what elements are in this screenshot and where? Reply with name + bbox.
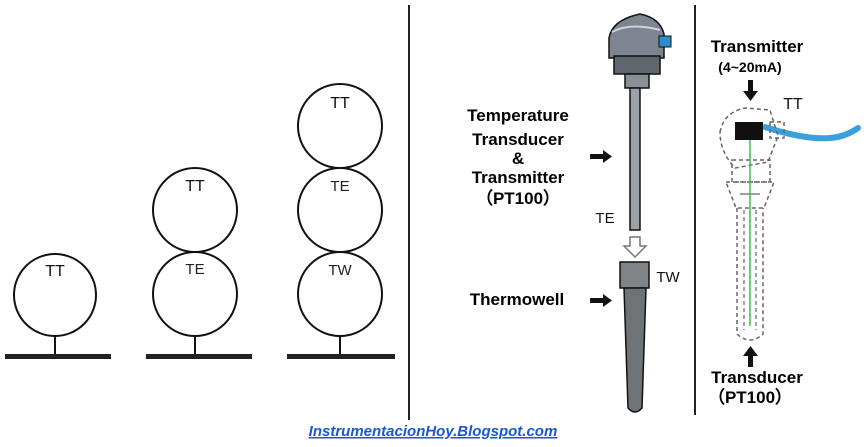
signal-cable [762,124,861,142]
temperature-label: Temperature [467,106,569,125]
arrow-right-icon [590,150,612,163]
left-panel: TT TT TE TT TE TW [5,83,395,359]
tt-tag: TT [45,263,65,280]
tw-tag: TW [656,269,680,286]
credit-link[interactable]: InstrumentacionHoy.Blogspot.com [309,423,558,440]
ampersand-label: & [512,149,524,168]
base-bar [146,354,252,359]
arrow-right-icon [590,294,612,307]
te-tag: TE [595,210,614,227]
transmitter-label: Transmitter [711,37,804,56]
te-tag: TE [330,178,349,195]
base-bar [5,354,111,359]
te-tag: TE [185,261,204,278]
sensor-probe [629,87,641,231]
transmitter-module [735,122,763,140]
stack-tt-te-tw: TT TE TW [287,83,395,359]
thermowell-icon [619,261,650,413]
middle-panel: Temperature Transducer & Transmitter （PT… [467,13,680,413]
pt100-label: （PT100） [476,188,560,208]
tt-tag: TT [185,178,205,195]
right-panel: Transmitter (4~20mA) TT Transducer [708,37,861,407]
stack-tt-te: TT TE [146,167,252,359]
transducer-label: Transducer [711,368,803,387]
base-bar [287,354,395,359]
transmitter-head-icon [608,13,672,89]
transmitter-housing-icon [719,107,785,209]
sensor-sheath-icon [736,140,764,341]
arrow-up-icon [743,346,758,367]
tw-tag: TW [328,262,352,279]
thermowell-label: Thermowell [470,290,564,309]
transducer-label: Transducer [472,130,564,149]
pt100-label: （PT100） [708,387,792,407]
tt-tag: TT [783,96,803,113]
arrow-down-icon [743,80,758,101]
transmitter-label: Transmitter [472,168,565,187]
arrow-down-icon [622,236,648,259]
transmitter-range-label: (4~20mA) [718,59,781,75]
tt-tag: TT [330,95,350,112]
stack-tt: TT [5,253,111,359]
